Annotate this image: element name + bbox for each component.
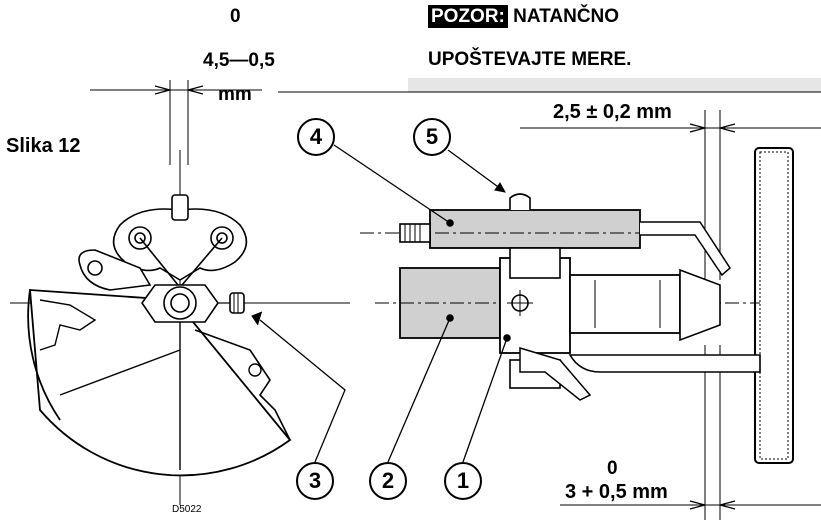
dimension-bottom: 3 + 0,5 mm bbox=[565, 481, 668, 503]
tolerance-unit: mm bbox=[218, 84, 252, 105]
warning-line-1-text: NATANČNO bbox=[507, 6, 620, 27]
left-assembly bbox=[10, 80, 350, 505]
dimension-top: 2,5 ± 0,2 mm bbox=[553, 101, 672, 123]
figure-title: Slika 12 bbox=[6, 135, 81, 157]
callout-2: 2 bbox=[369, 462, 407, 500]
warning-line-1: POZOR: NATANČNO bbox=[428, 5, 620, 28]
warning-underline-band bbox=[408, 78, 821, 92]
callout-3: 3 bbox=[296, 462, 334, 500]
drawing-code: D5022 bbox=[172, 504, 202, 515]
dimension-bottom-zero: 0 bbox=[607, 458, 618, 479]
callout-1: 1 bbox=[444, 462, 482, 500]
tolerance-zero: 0 bbox=[230, 6, 241, 27]
right-assembly bbox=[333, 110, 821, 520]
callout-4: 4 bbox=[297, 118, 335, 156]
warning-line-2: UPOŠTEVAJTE MERE. bbox=[428, 49, 632, 70]
callout-5: 5 bbox=[413, 118, 451, 156]
tolerance-range: 4,5—0,5 bbox=[203, 50, 275, 71]
warning-badge: POZOR: bbox=[428, 5, 508, 28]
